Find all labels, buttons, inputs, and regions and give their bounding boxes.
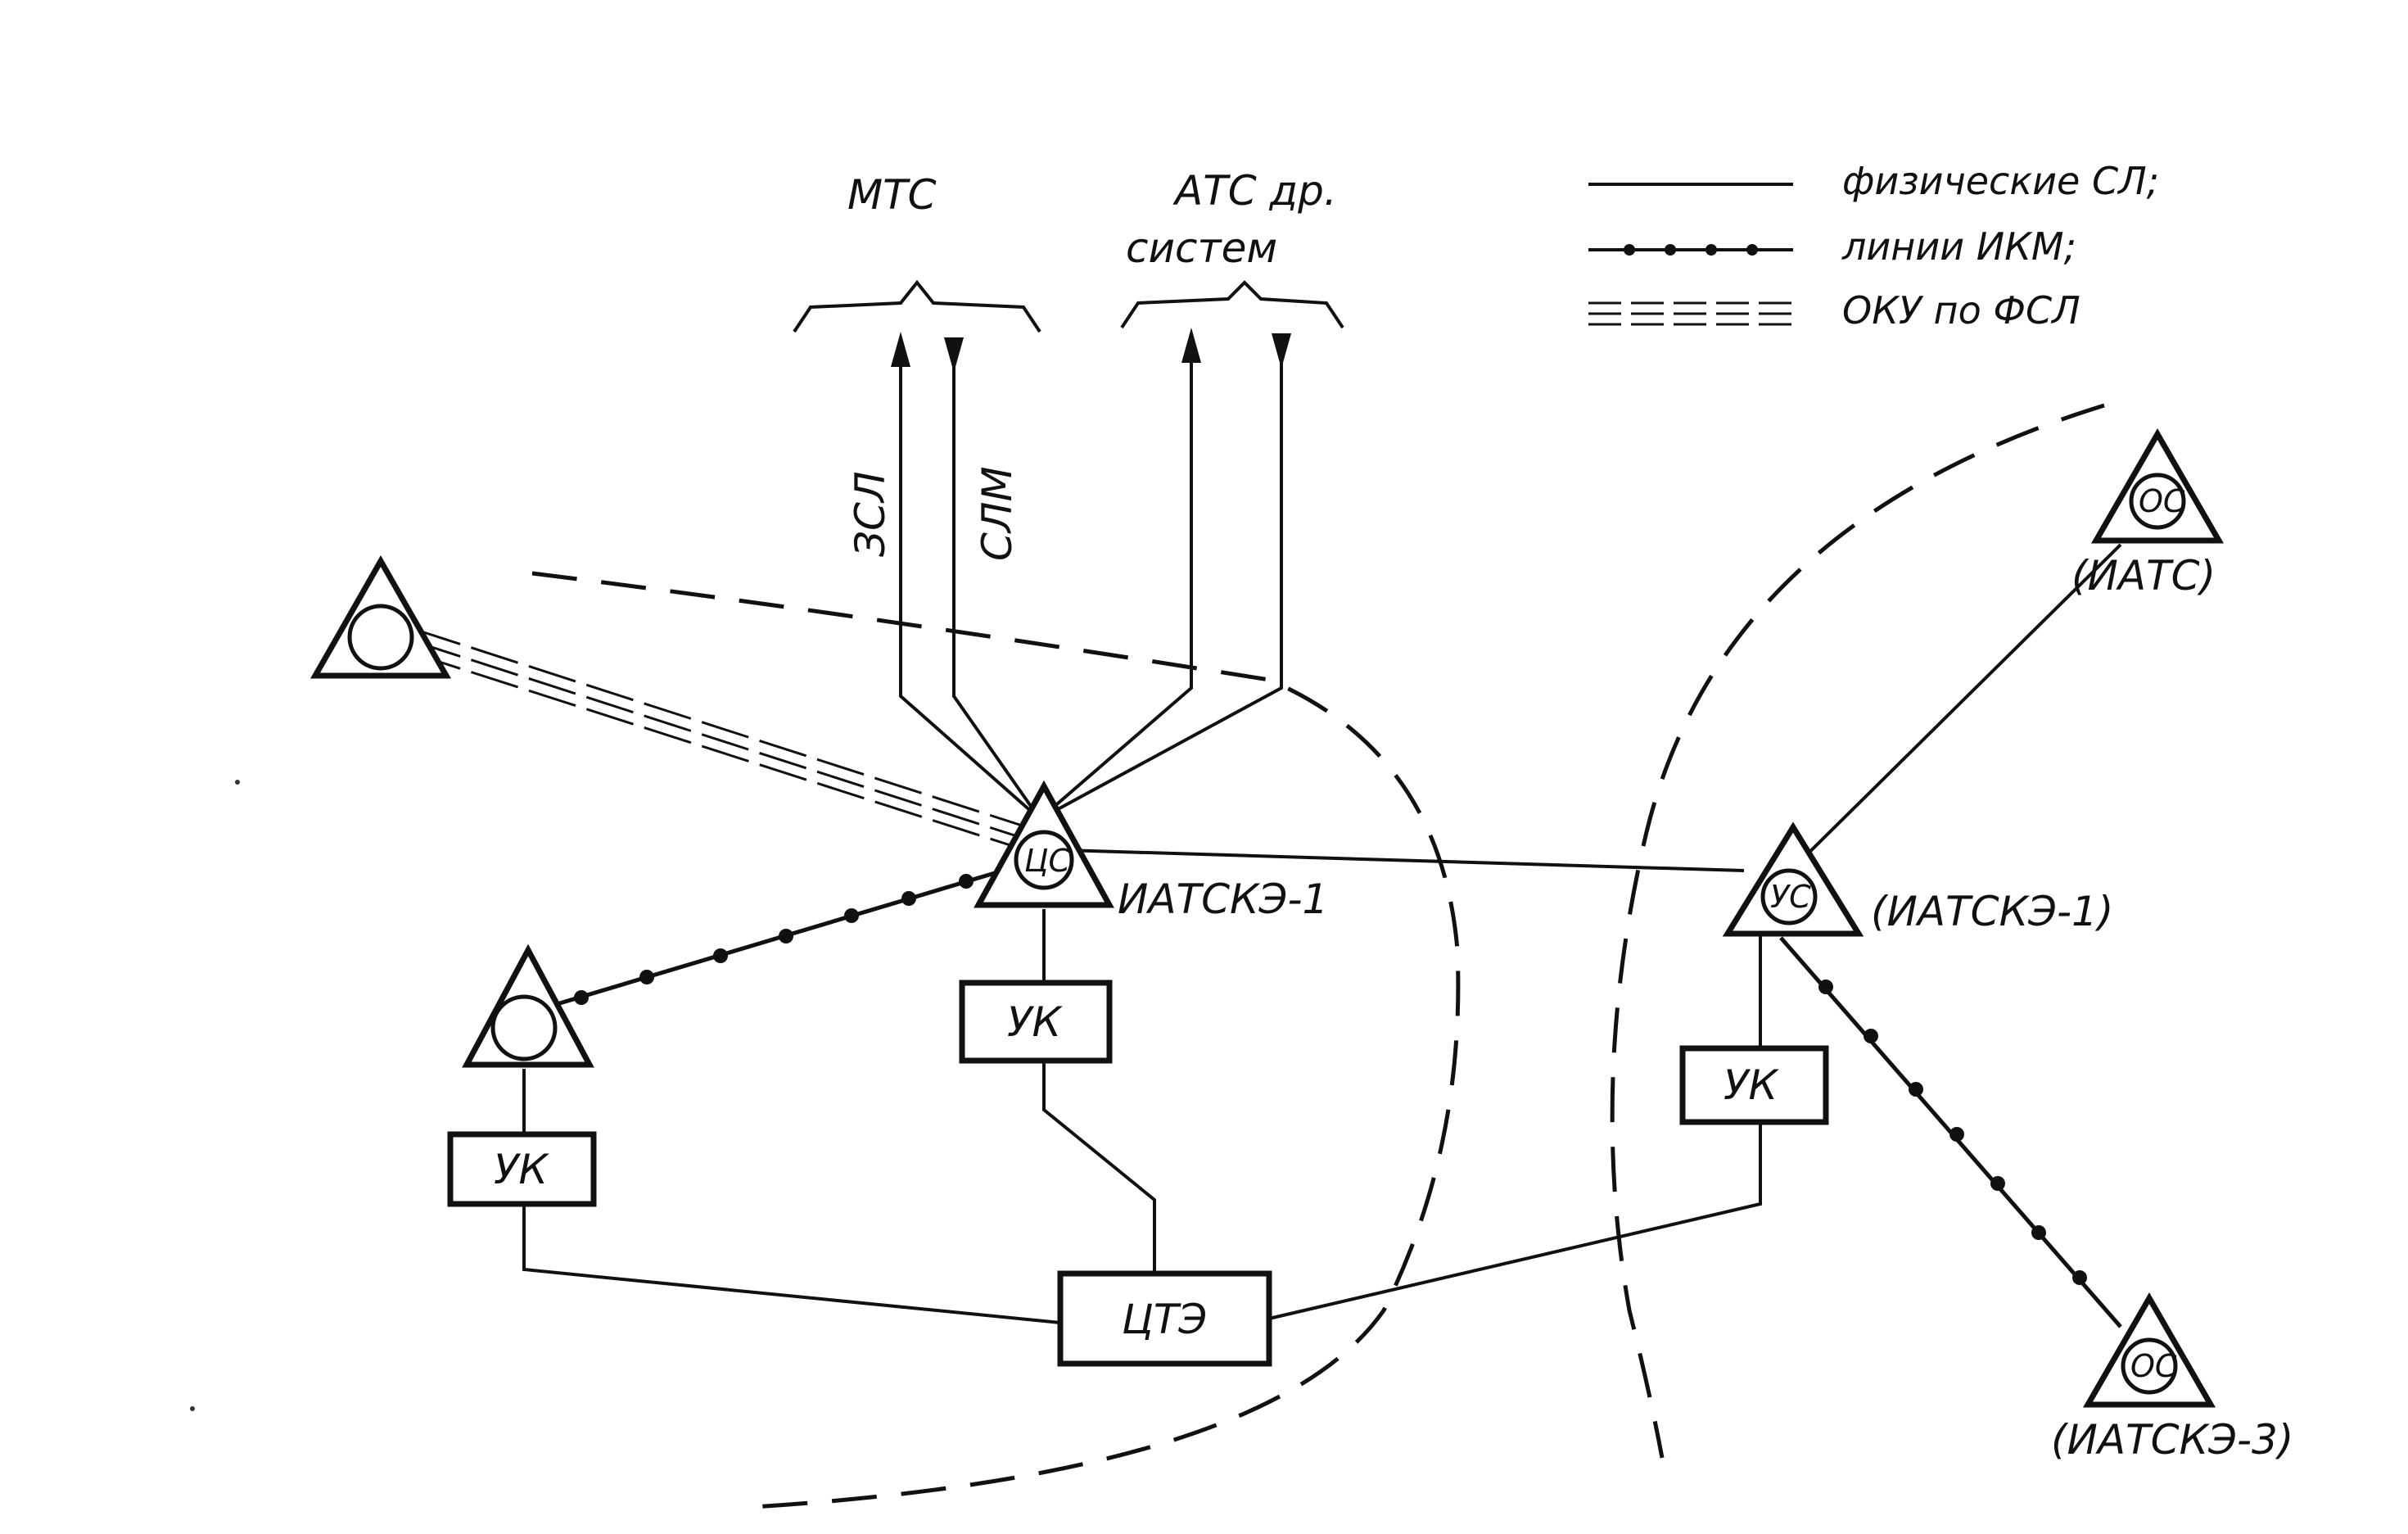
right-uk-cte-link [1268, 1122, 1762, 1320]
ikm-dot [1949, 1127, 1964, 1142]
station-left-lower-circle [490, 994, 558, 1061]
systems-label: систем [1126, 224, 1277, 272]
left-uk-cte-link [522, 1200, 1061, 1324]
terminal-station-iats-circle [2129, 473, 2186, 530]
atc-line-1 [1038, 336, 1193, 821]
mts-label: МТС [847, 171, 937, 219]
legend-ikm-dot [1746, 244, 1758, 256]
ikm-dot [1818, 980, 1833, 994]
cs-us-link [1064, 848, 1745, 872]
cte-box [1057, 1270, 1272, 1367]
ikm-dot [2072, 1270, 2087, 1285]
ikm-dot [1909, 1082, 1923, 1097]
ikm-link-left [523, 868, 1004, 1016]
atc-arrow-down [1272, 333, 1291, 369]
us-os1-link [1783, 543, 2122, 878]
uk-box-right-label: УК [1724, 1061, 1779, 1109]
ikm-dot [779, 929, 793, 943]
uk-box-center [959, 980, 1113, 1064]
legend-oku-text: ОКУ по ФСЛ [1842, 288, 2080, 333]
node-station-us-abbr: УС [1770, 879, 1811, 915]
mts-brace [793, 279, 1041, 333]
terminal-station-iats-abbr: ОС [2139, 483, 2185, 519]
central-station-circle [1014, 830, 1074, 890]
ikm-dot [901, 891, 916, 906]
atc-arrow-up [1181, 328, 1201, 363]
terminal-station-iatske3-abbr: ОС [2130, 1348, 2177, 1384]
legend-ikm-dot [1624, 244, 1635, 256]
uk-box-left-label: УК [494, 1146, 549, 1193]
atc-label: АТС др. [1172, 167, 1337, 215]
speck [190, 1406, 195, 1411]
legend-physical-text: физические СЛ; [1842, 159, 2159, 203]
speck [235, 780, 240, 785]
slm-arrow-down [944, 337, 964, 373]
slm-line [952, 344, 1041, 821]
zsl-label: ЗСЛ [847, 471, 894, 557]
oku-link [413, 652, 1037, 855]
uk-cte-link [1042, 1061, 1156, 1274]
node-station-us-label: (ИАТСКЭ-1) [1871, 888, 2113, 935]
terminal-station-iats-label: (ИАТС) [2071, 552, 2216, 600]
atc-brace [1120, 280, 1344, 329]
uk-box-right [1679, 1045, 1829, 1125]
slm-label: СЛМ [974, 466, 1021, 561]
oku-link [413, 640, 1041, 845]
legend-ikm-dot [1705, 244, 1717, 256]
ikm-dot [2031, 1225, 2046, 1240]
station-left-upper-circle [347, 604, 414, 671]
terminal-station-iatske3-circle [2121, 1337, 2178, 1395]
cte-box-label: ЦТЭ [1122, 1296, 1207, 1343]
zsl-line [899, 344, 1041, 821]
legend-ikm-dot [1665, 244, 1676, 256]
ikm-dot [639, 970, 654, 984]
central-station-label: ИАТСКЭ-1 [1118, 876, 1328, 923]
ikm-dot [844, 908, 859, 923]
central-station-abbr: ЦС [1024, 843, 1071, 879]
oku-link [413, 627, 1041, 833]
ikm-dot [1864, 1029, 1878, 1043]
ikm-dot [1990, 1176, 2005, 1191]
ikm-dot [959, 874, 974, 889]
atc-line-2 [1039, 336, 1283, 821]
node-station-us-circle [1760, 868, 1818, 925]
legend-ikm-text: линии ИКМ; [1841, 224, 2076, 269]
ikm-dot [574, 990, 589, 1005]
uk-box-left [447, 1131, 597, 1207]
ikm-dot [713, 948, 728, 963]
uk-box-center-label: УК [1007, 998, 1063, 1046]
zsl-arrow-up [891, 332, 910, 367]
terminal-station-iatske3-label: (ИАТСКЭ-3) [2051, 1416, 2293, 1464]
